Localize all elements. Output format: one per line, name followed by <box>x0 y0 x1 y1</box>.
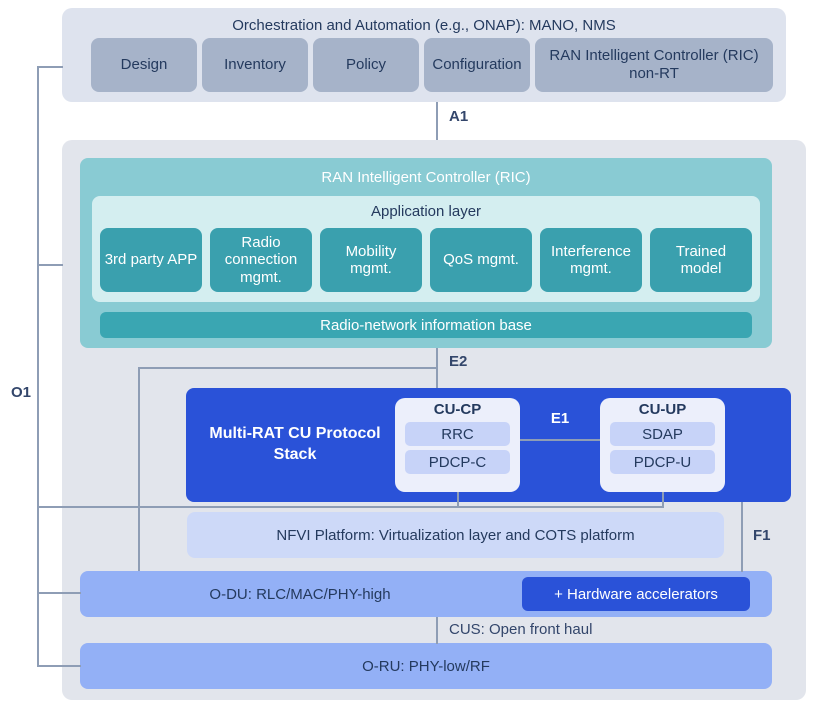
o1-interface-label: O1 <box>11 384 32 401</box>
e1-interface-label: E1 <box>550 410 570 427</box>
app-interference-mgmt: Interference mgmt. <box>540 228 642 292</box>
cu-up-drop-line <box>662 492 664 508</box>
cu-up-title: CU-UP <box>638 401 687 418</box>
orchestration-modules-row: Design Inventory Policy Configuration RA… <box>91 38 773 92</box>
application-layer-box: Application layer 3rd party APP Radio co… <box>92 196 760 302</box>
hardware-accelerators-box: + Hardware accelerators <box>522 577 750 611</box>
module-ric-non-rt: RAN Intelligent Controller (RIC) non-RT <box>535 38 773 92</box>
app-qos-mgmt: QoS mgmt. <box>430 228 532 292</box>
odu-label: O-DU: RLC/MAC/PHY-high <box>209 585 391 603</box>
e2-branch-line <box>138 367 438 369</box>
f1-interface-label: F1 <box>753 527 771 544</box>
ric-title: RAN Intelligent Controller (RIC) <box>321 169 531 186</box>
module-policy: Policy <box>313 38 419 92</box>
module-configuration: Configuration <box>424 38 530 92</box>
cu-up-layer-sdap: SDAP <box>610 422 715 446</box>
cu-cp-drop-line <box>457 492 459 508</box>
odu-box: O-DU: RLC/MAC/PHY-high + Hardware accele… <box>80 571 772 617</box>
o1-bus-line <box>37 66 39 667</box>
ric-box: RAN Intelligent Controller (RIC) Applica… <box>80 158 772 348</box>
f1-line <box>741 502 743 572</box>
e2-odu-line <box>138 367 140 571</box>
app-mobility-mgmt: Mobility mgmt. <box>320 228 422 292</box>
cu-cp-layer-rrc: RRC <box>405 422 510 446</box>
app-3rd-party: 3rd party APP <box>100 228 202 292</box>
module-design: Design <box>91 38 197 92</box>
cu-cp-card: CU-CP RRC PDCP-C <box>395 398 520 492</box>
application-layer-title: Application layer <box>370 203 482 220</box>
cus-interface-label: CUS: Open front haul <box>449 621 593 638</box>
multi-rat-cu-title: Multi-RAT CU Protocol Stack <box>209 425 381 463</box>
o1-branch-oru-line <box>37 665 81 667</box>
cu-cp-layer-pdcp-c: PDCP-C <box>405 450 510 474</box>
cus-line <box>436 617 438 644</box>
orchestration-box: Orchestration and Automation (e.g., ONAP… <box>62 8 786 102</box>
cu-up-card: CU-UP SDAP PDCP-U <box>600 398 725 492</box>
a1-line <box>436 102 438 140</box>
o1-branch-orchestration-line <box>37 66 63 68</box>
e1-line <box>520 439 600 441</box>
radio-network-info-base-bar: Radio-network information base <box>100 312 752 338</box>
o1-branch-cu-line <box>38 506 664 508</box>
multi-rat-cu-box: Multi-RAT CU Protocol Stack CU-CP RRC PD… <box>186 388 791 502</box>
cu-up-layer-pdcp-u: PDCP-U <box>610 450 715 474</box>
orchestration-title: Orchestration and Automation (e.g., ONAP… <box>232 17 616 34</box>
module-inventory: Inventory <box>202 38 308 92</box>
a1-interface-label: A1 <box>449 108 469 125</box>
cu-cp-title: CU-CP <box>433 401 482 418</box>
application-apps-row: 3rd party APP Radio connection mgmt. Mob… <box>100 228 752 292</box>
app-trained-model: Trained model <box>650 228 752 292</box>
nfvi-platform-box: NFVI Platform: Virtualization layer and … <box>187 512 724 558</box>
e2-interface-label: E2 <box>449 353 468 370</box>
oru-box: O-RU: PHY-low/RF <box>80 643 772 689</box>
o1-branch-odu-line <box>37 592 81 594</box>
o1-branch-ric-line <box>37 264 63 266</box>
app-radio-connection-mgmt: Radio connection mgmt. <box>210 228 312 292</box>
